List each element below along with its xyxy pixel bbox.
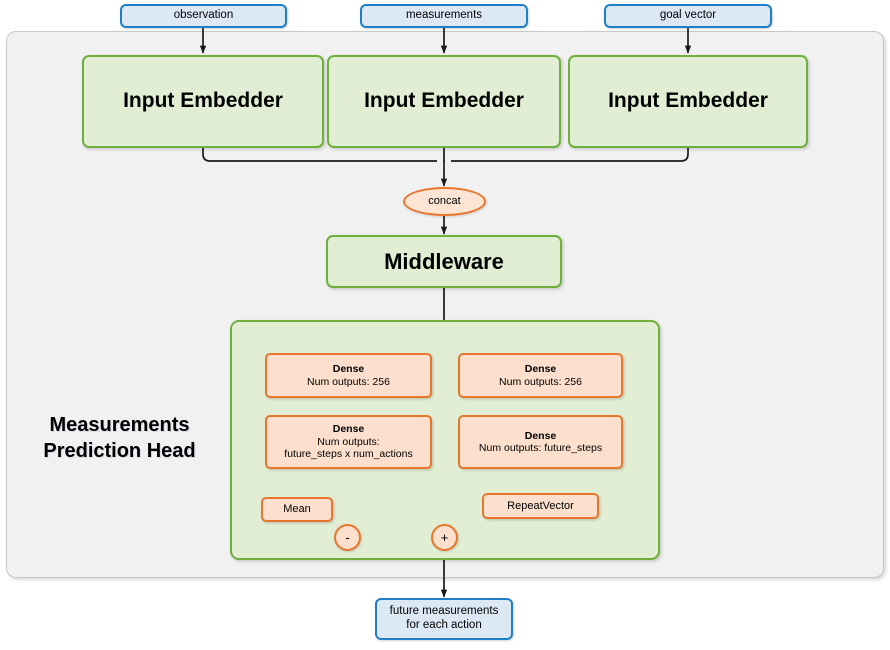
middleware-block[interactable]: Middleware <box>326 235 562 288</box>
repeatvector-label: RepeatVector <box>507 499 574 512</box>
mean-block[interactable]: Mean <box>261 497 333 522</box>
concat-node[interactable]: concat <box>403 187 486 216</box>
dense-left-bottom[interactable]: Dense Num outputs: future_steps x num_ac… <box>265 415 432 469</box>
input-goal-vector[interactable]: goal vector <box>604 4 772 28</box>
add-op-label: + <box>440 529 449 545</box>
repeatvector-block[interactable]: RepeatVector <box>482 493 599 519</box>
head-label-line-1: Measurements <box>49 414 190 436</box>
measurements-prediction-head-label: Measurements Prediction Head <box>22 413 217 464</box>
dense-left-bottom-line-2: Num outputs: <box>317 435 380 448</box>
dense-left-top[interactable]: Dense Num outputs: 256 <box>265 353 432 398</box>
input-goal-vector-label: goal vector <box>659 9 717 22</box>
middleware-label: Middleware <box>384 248 504 274</box>
concat-label: concat <box>428 195 461 208</box>
dense-right-top-line-1: Dense <box>524 363 557 376</box>
dense-right-bottom-line-2: Num outputs: future_steps <box>478 442 603 454</box>
output-future-measurements[interactable]: future measurements for each action <box>375 598 513 640</box>
input-measurements-label: measurements <box>405 9 483 22</box>
input-observation-label: observation <box>173 9 234 22</box>
dense-left-top-line-1: Dense <box>332 363 365 376</box>
input-embedder-3-label: Input Embedder <box>608 89 768 113</box>
dense-right-bottom[interactable]: Dense Num outputs: future_steps <box>458 415 623 469</box>
add-op-node[interactable]: + <box>431 524 458 551</box>
dense-left-top-line-2: Num outputs: 256 <box>307 375 390 388</box>
dense-right-top-line-2: Num outputs: 256 <box>499 375 582 388</box>
dense-left-bottom-line-1: Dense <box>332 423 365 436</box>
output-line-2: for each action <box>406 619 482 631</box>
input-embedder-3[interactable]: Input Embedder <box>568 55 808 148</box>
input-embedder-2[interactable]: Input Embedder <box>327 55 561 148</box>
input-measurements[interactable]: measurements <box>360 4 528 28</box>
output-line-1: future measurements <box>389 605 499 618</box>
dense-right-bottom-line-1: Dense <box>524 429 557 442</box>
input-embedder-1[interactable]: Input Embedder <box>82 55 324 148</box>
input-embedder-1-label: Input Embedder <box>123 89 283 113</box>
mean-label: Mean <box>283 503 311 516</box>
subtract-op-label: - <box>345 529 350 545</box>
subtract-op-node[interactable]: - <box>334 524 361 551</box>
head-label-line-2: Prediction Head <box>43 439 196 462</box>
dense-right-top[interactable]: Dense Num outputs: 256 <box>458 353 623 398</box>
input-observation[interactable]: observation <box>120 4 287 28</box>
dense-left-bottom-line-3: future_steps x num_actions <box>284 448 413 461</box>
input-embedder-2-label: Input Embedder <box>364 89 524 113</box>
